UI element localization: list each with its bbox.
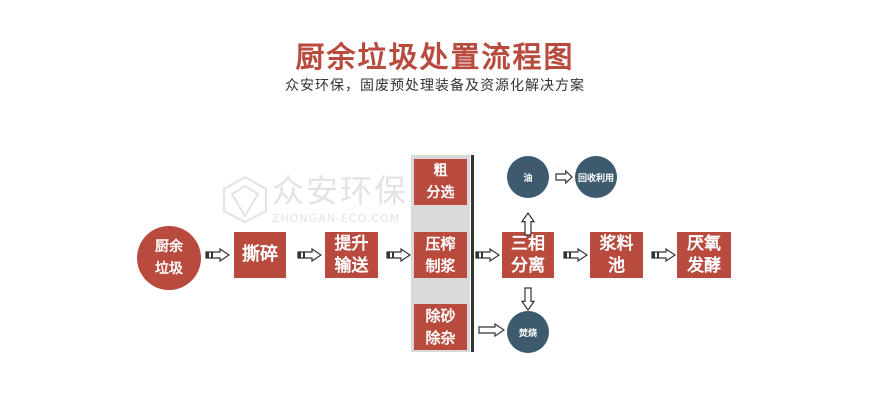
node-slurry: 浆料 池 — [590, 232, 643, 278]
watermark: 众安环保 ZHONGAN-ECO.COM — [220, 172, 410, 226]
arrow-input-shred — [205, 248, 230, 262]
arrow-slurry-anaerobic — [651, 248, 676, 262]
node-lift: 提升 输送 — [325, 232, 378, 278]
arrow-separate-slurry — [563, 248, 588, 262]
node-separate: 三相 分离 — [502, 232, 554, 278]
arrow-oil-recycle — [555, 170, 573, 184]
node-press: 压榨 制浆 — [414, 232, 467, 278]
arrow-desand-burn — [478, 323, 505, 337]
arrow-separate-burn — [521, 287, 535, 311]
watermark-logo-icon — [223, 175, 267, 224]
node-oil: 油 — [507, 156, 549, 198]
diagram-subtitle: 众安环保，固废预处理装备及资源化解决方案 — [285, 78, 585, 94]
node-shred: 撕碎 — [234, 232, 286, 278]
node-burn: 焚烧 — [507, 311, 549, 353]
divider-line — [471, 155, 474, 352]
arrow-shred-lift — [297, 248, 322, 262]
node-recycle: 回收利用 — [575, 156, 617, 198]
arrow-separate-oil — [521, 212, 535, 236]
watermark-text: 众安环保 — [272, 172, 409, 210]
arrow-press-separate — [475, 248, 500, 262]
diagram-title: 厨余垃圾处置流程图 — [295, 40, 575, 74]
arrow-lift-press — [386, 248, 411, 262]
watermark-url: ZHONGAN-ECO.COM — [272, 212, 401, 225]
node-input: 厨余 垃圾 — [137, 226, 201, 290]
node-anaerobic: 厌氧 发酵 — [677, 232, 731, 278]
node-coarse: 粗 分选 — [414, 159, 467, 205]
node-desand: 除砂 除杂 — [414, 304, 467, 350]
